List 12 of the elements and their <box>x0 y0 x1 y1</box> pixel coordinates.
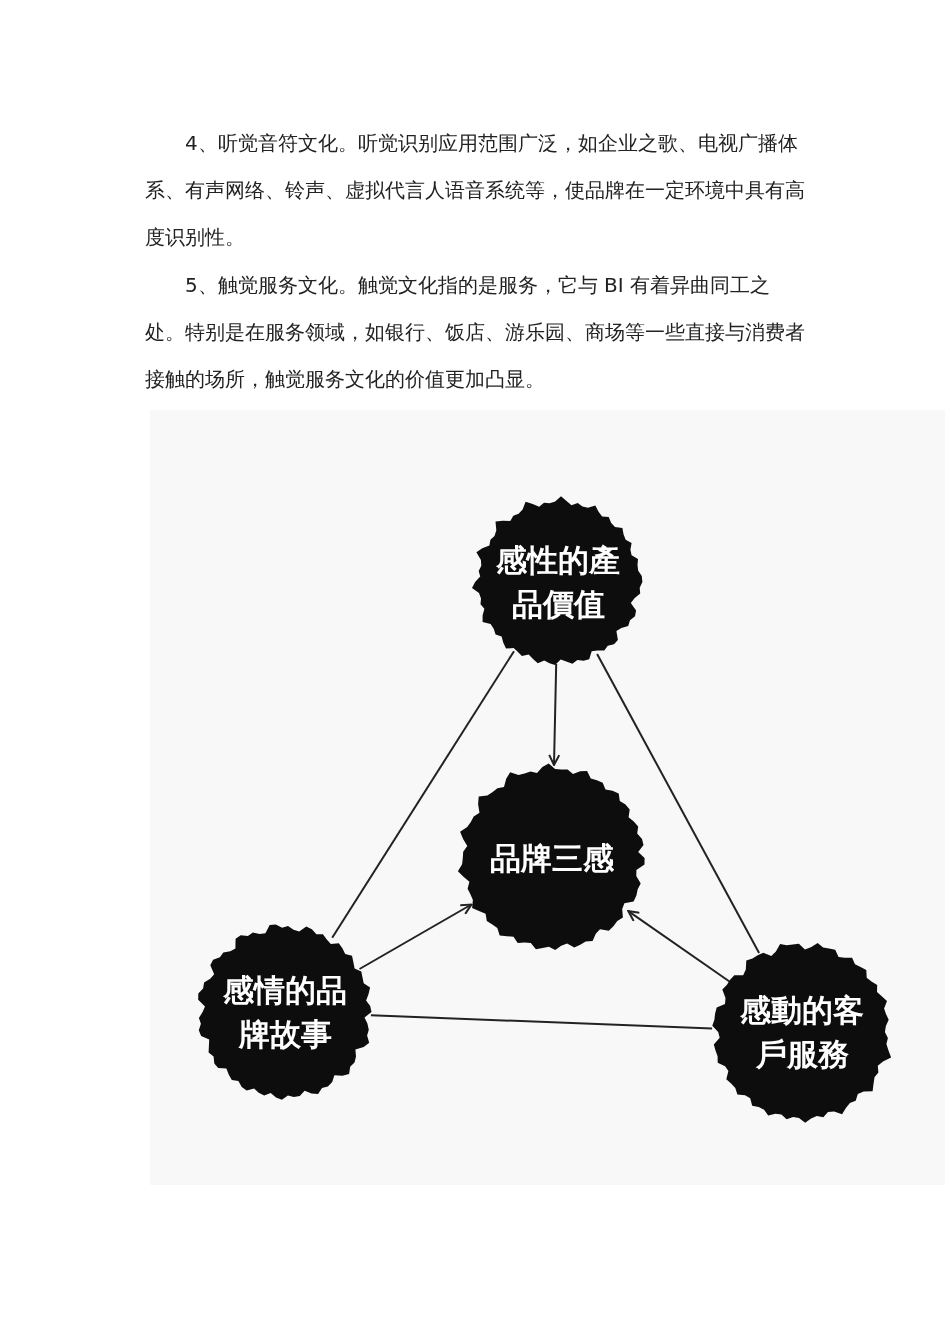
connector-line <box>596 653 761 954</box>
arrow <box>358 903 473 970</box>
paragraph: 5、触觉服务文化。触觉文化指的是服务，它与 BI 有着异曲同工之处。特别是在服务领域，如银行、饭店、游乐园、商场等一些直接与消费者接触的场所，触觉服务文化的价值更加凸显。 <box>145 272 806 393</box>
paragraph: 4、听觉音符文化。听觉识别应用范围广泛，如企业之歌、电视广播体系、有声网络、铃声、虚拟代言人语音系统等，使品牌在一定环境中具有高度识别性。 <box>145 130 806 251</box>
connector-line <box>331 650 515 939</box>
arrow <box>548 663 561 766</box>
node-label: 感性的產品價值 <box>495 541 621 624</box>
arrow <box>627 910 731 983</box>
node-label: 品牌三感 <box>489 839 615 878</box>
node-label: 感動的客戶服務 <box>739 991 865 1074</box>
connector-line <box>369 1014 714 1030</box>
node-label: 感情的品牌故事 <box>222 971 348 1054</box>
